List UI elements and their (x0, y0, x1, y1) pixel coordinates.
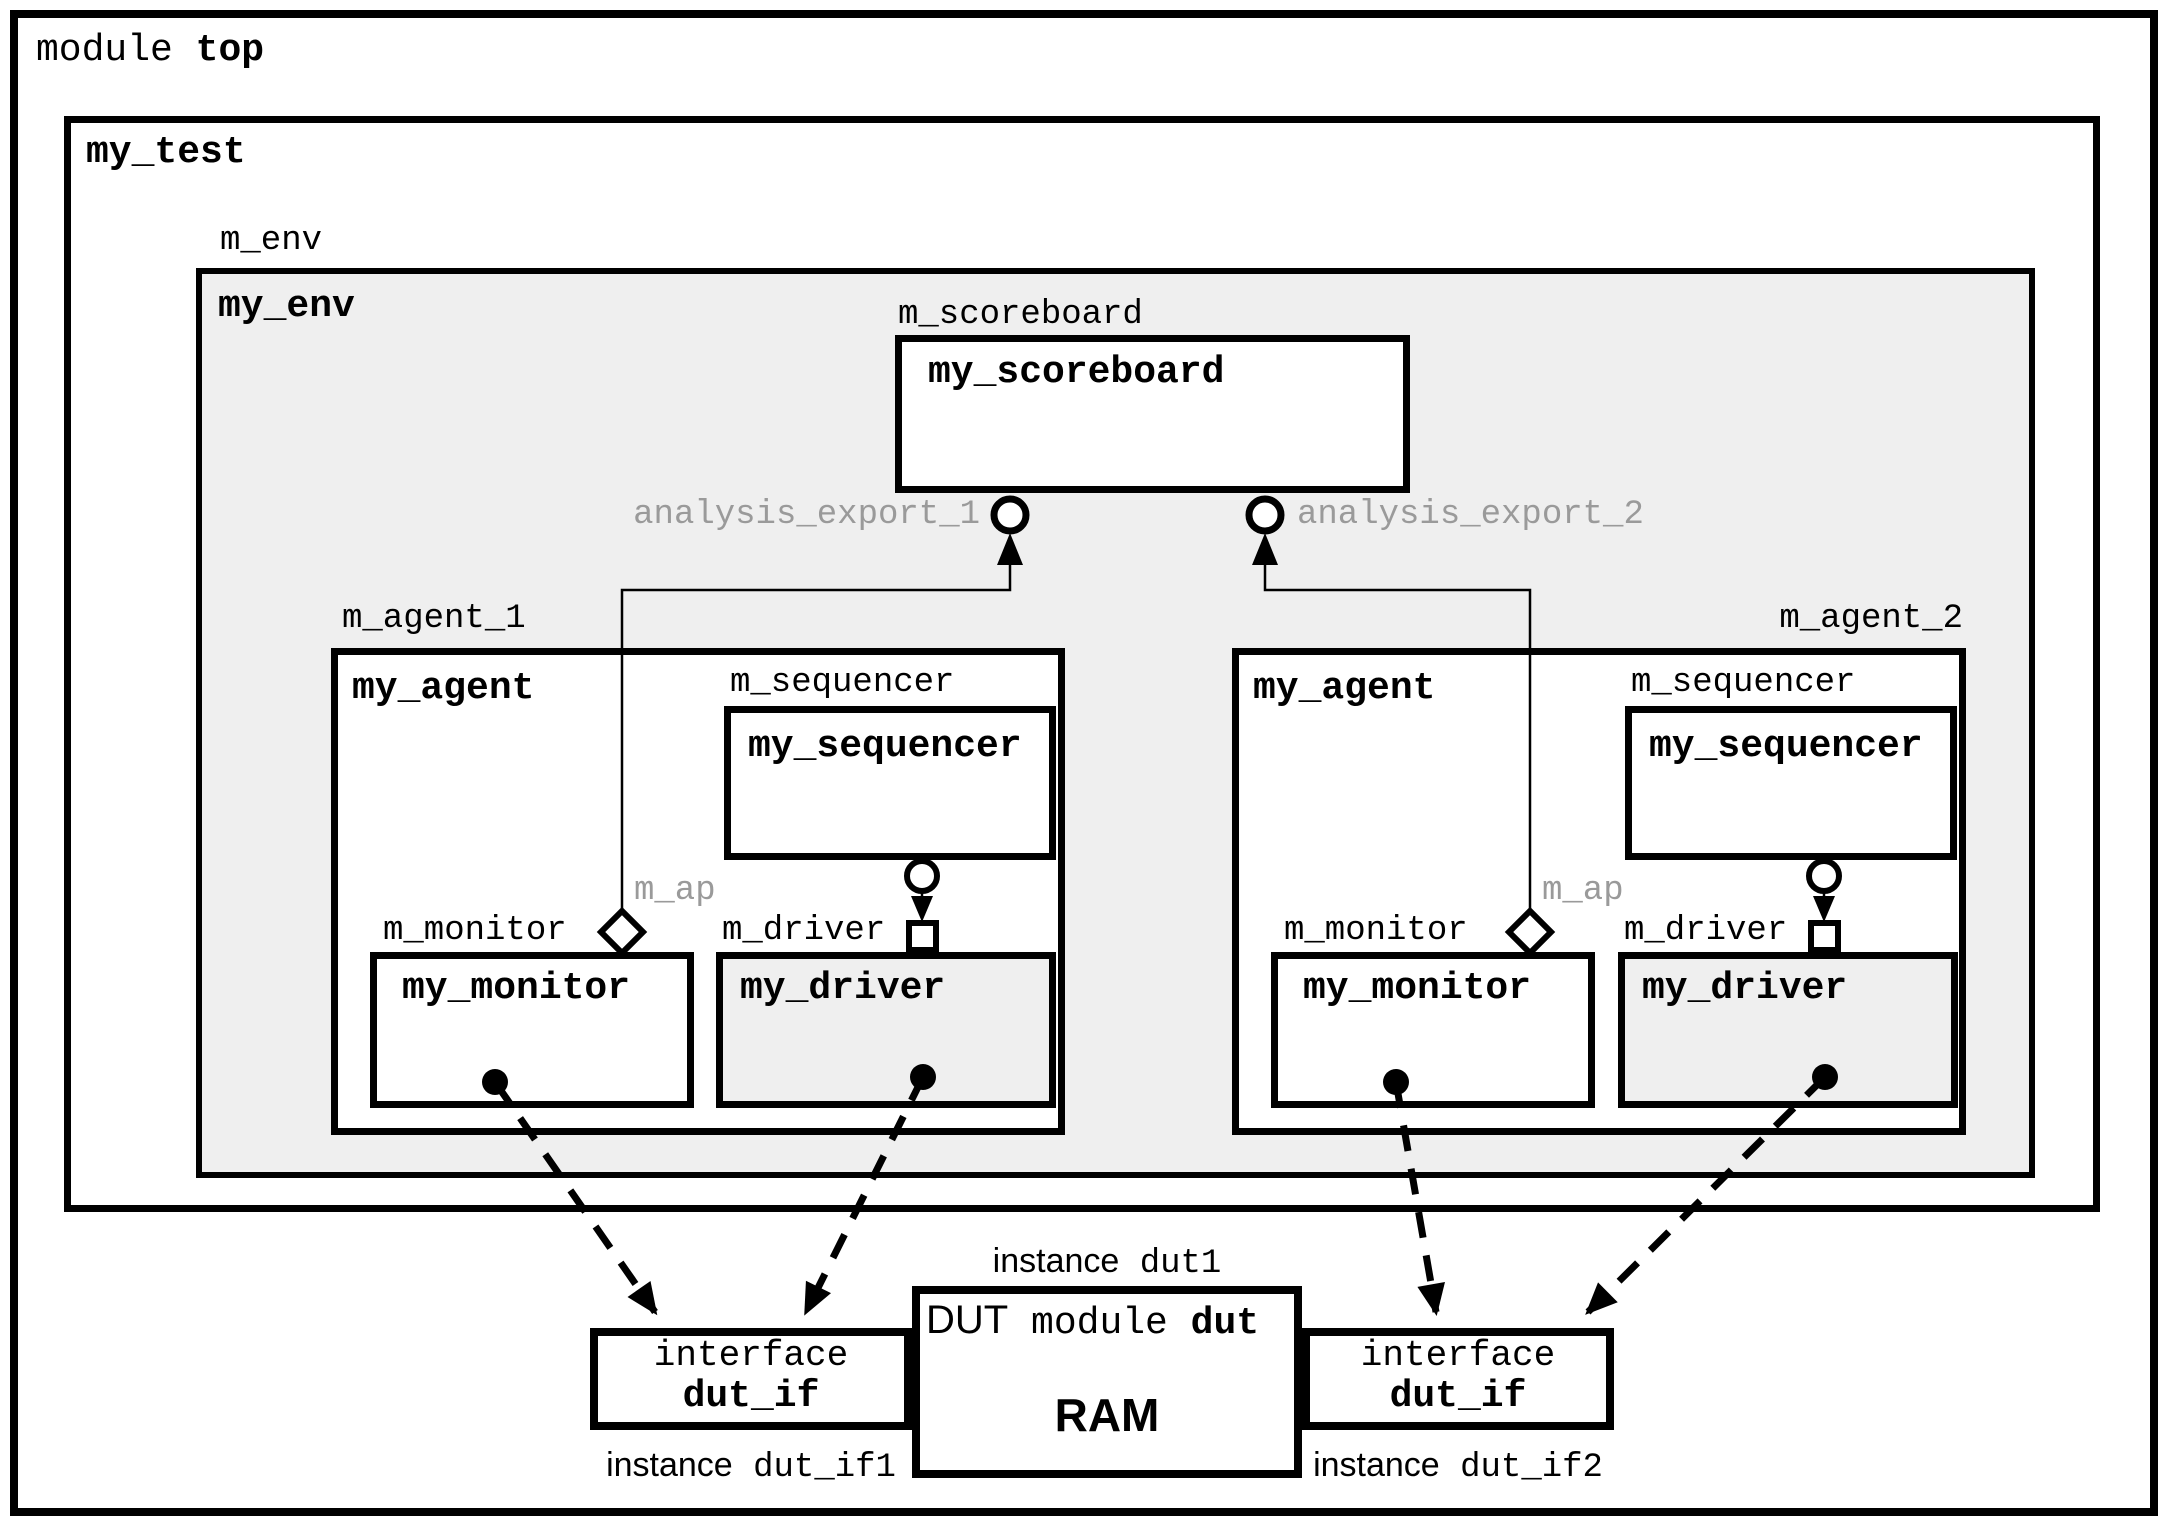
sequencer1-class-label: my_sequencer (748, 725, 1022, 768)
monitor2-class-label: my_monitor (1303, 967, 1532, 1010)
dut-box (912, 1286, 1302, 1478)
module-name: top (195, 29, 265, 72)
m-ap-1-label: m_ap (634, 872, 716, 910)
dut-module-keyword: module (1031, 1302, 1168, 1345)
agent2-class-label: my_agent (1253, 667, 1436, 710)
dut-instance-name: dut1 (1139, 1245, 1222, 1283)
interface1-box (590, 1328, 912, 1430)
m-driver-2-label: m_driver (1624, 912, 1788, 950)
interface2-instance-name: dut_if2 (1460, 1449, 1603, 1487)
interface2-instance-caption: instance dut_if2 (1272, 1446, 1644, 1487)
interface1-instance-keyword: instance (606, 1446, 733, 1484)
agent1-class-label: my_agent (352, 667, 535, 710)
dut-instance-caption: instance dut1 (912, 1242, 1302, 1283)
m-sequencer-2-label: m_sequencer (1631, 664, 1856, 702)
my-scoreboard-label: my_scoreboard (928, 351, 1225, 394)
m-monitor-1-label: m_monitor (383, 912, 567, 950)
sequencer2-box (1625, 706, 1957, 860)
driver2-class-label: my_driver (1642, 967, 1848, 1010)
driver1-class-label: my_driver (740, 967, 946, 1010)
dut-header: DUT module dut (926, 1298, 1259, 1346)
m-driver-1-label: m_driver (722, 912, 886, 950)
dut-content-label: RAM (1054, 1389, 1160, 1441)
analysis-export-2-label: analysis_export_2 (1297, 496, 1644, 534)
interface1-instance-caption: instance dut_if1 (560, 1446, 942, 1487)
dut-instance-keyword: instance (992, 1242, 1120, 1280)
my-env-label: my_env (218, 285, 355, 328)
m-agent-1-label: m_agent_1 (342, 600, 526, 638)
interface1-name-label: dut_if (682, 1375, 820, 1418)
my-test-label: my_test (86, 131, 246, 174)
interface2-type-label: interface (1360, 1335, 1556, 1376)
module-top-label: module top (36, 29, 265, 73)
interface2-instance-keyword: instance (1313, 1446, 1440, 1484)
m-sequencer-1-label: m_sequencer (730, 664, 955, 702)
analysis-export-1-label: analysis_export_1 (633, 496, 980, 534)
scoreboard-box (895, 335, 1410, 493)
dut-module-name: dut (1190, 1302, 1260, 1345)
monitor1-class-label: my_monitor (402, 967, 631, 1010)
interface2-box (1302, 1328, 1614, 1430)
m-agent-2-label: m_agent_2 (1779, 600, 1963, 638)
dut-label: DUT (926, 1298, 1009, 1342)
interface1-type-label: interface (653, 1335, 849, 1376)
module-keyword: module (36, 29, 173, 72)
m-scoreboard-label: m_scoreboard (898, 296, 1143, 334)
interface2-name-label: dut_if (1389, 1375, 1527, 1418)
m-env-label: m_env (220, 222, 323, 260)
sequencer2-class-label: my_sequencer (1649, 725, 1923, 768)
interface1-instance-name: dut_if1 (753, 1449, 896, 1487)
m-monitor-2-label: m_monitor (1284, 912, 1468, 950)
m-ap-2-label: m_ap (1542, 872, 1624, 910)
